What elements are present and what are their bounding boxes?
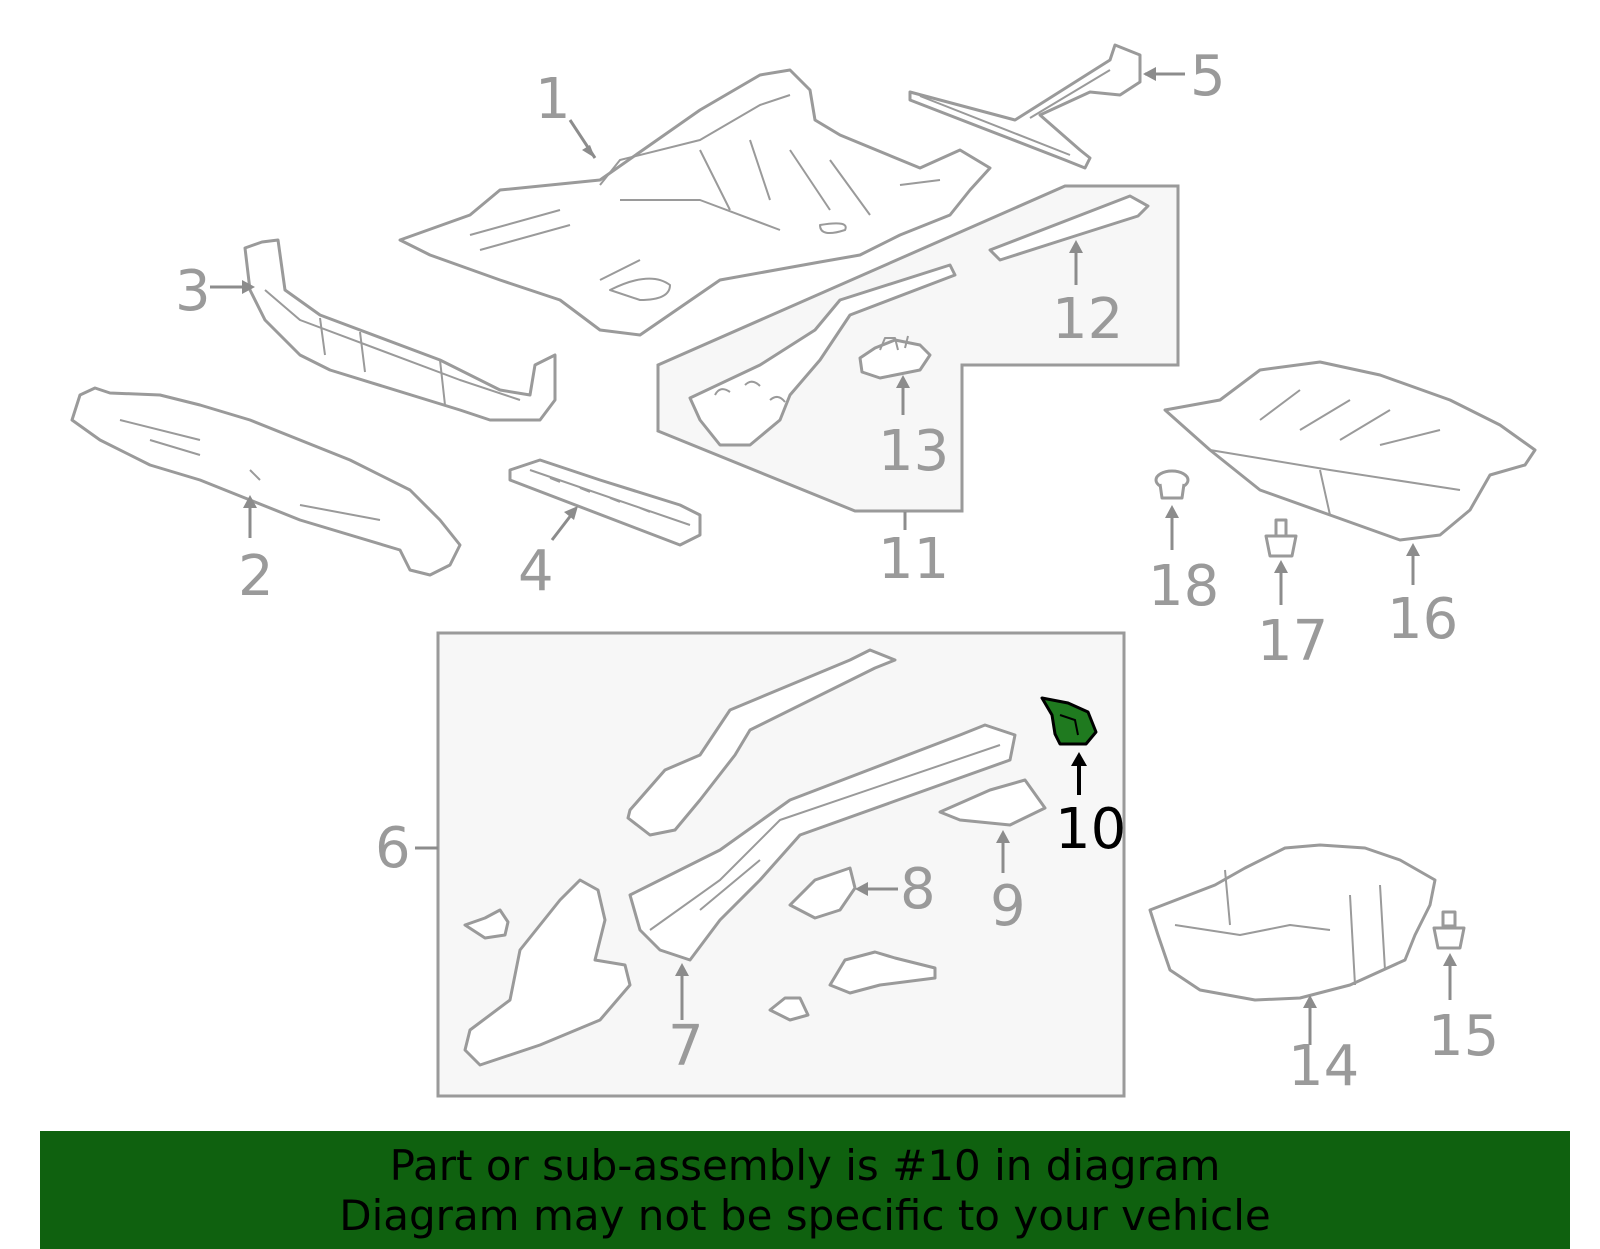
callout-12: 12 bbox=[1052, 287, 1123, 352]
info-banner: Part or sub-assembly is #10 in diagram D… bbox=[40, 1131, 1570, 1249]
callout-8: 8 bbox=[900, 857, 936, 922]
part-7-rear-frame[interactable] bbox=[628, 723, 1017, 962]
part-6-frame-upper bbox=[626, 648, 897, 837]
arrowhead-1 bbox=[582, 145, 595, 158]
callout-16: 16 bbox=[1387, 587, 1458, 652]
arrowhead-8 bbox=[855, 882, 868, 896]
part-16-spare-tire-tub[interactable] bbox=[1163, 360, 1537, 542]
arrowhead-16 bbox=[1406, 543, 1420, 556]
part-17-bolt[interactable] bbox=[1264, 518, 1298, 558]
part-13-bracket[interactable] bbox=[858, 335, 932, 380]
part-15-bolt[interactable] bbox=[1432, 910, 1466, 950]
callout-2: 2 bbox=[238, 544, 274, 609]
part-18-clip[interactable] bbox=[1154, 469, 1190, 500]
callout-6: 6 bbox=[375, 816, 411, 881]
arrowhead-7 bbox=[675, 963, 689, 976]
arrowhead-9 bbox=[996, 830, 1010, 843]
arrowhead-14 bbox=[1303, 995, 1317, 1008]
arrowhead-2 bbox=[243, 495, 257, 508]
arrowhead-12 bbox=[1069, 240, 1083, 253]
callout-17: 17 bbox=[1257, 609, 1328, 674]
part-2-side-sill[interactable] bbox=[70, 386, 462, 577]
arrowhead-13 bbox=[896, 375, 910, 388]
callout-10: 10 bbox=[1055, 797, 1126, 862]
arrowhead-4 bbox=[564, 506, 578, 520]
part-10-highlighted-bracket[interactable] bbox=[1040, 696, 1098, 746]
part-6-lower-left-frame bbox=[463, 878, 632, 1067]
arrowhead-15 bbox=[1443, 953, 1457, 966]
callout-11: 11 bbox=[878, 527, 949, 592]
part-5-crossmember[interactable] bbox=[908, 43, 1142, 170]
callout-14: 14 bbox=[1288, 1034, 1359, 1099]
part-12-reinforcement[interactable] bbox=[988, 194, 1150, 262]
part-6-small-brackets bbox=[768, 950, 937, 1022]
callout-18: 18 bbox=[1148, 554, 1219, 619]
part-1-floor-pan[interactable] bbox=[398, 68, 992, 337]
arrowhead-5 bbox=[1143, 67, 1156, 81]
callout-13: 13 bbox=[878, 419, 949, 484]
part-14-floor-pan[interactable] bbox=[1148, 843, 1437, 1002]
part-8-bracket[interactable] bbox=[788, 866, 857, 920]
part-4-rail[interactable] bbox=[508, 458, 702, 547]
callout-3: 3 bbox=[175, 259, 211, 324]
callout-7: 7 bbox=[668, 1014, 704, 1079]
part-3-rear-crossmember[interactable] bbox=[243, 238, 557, 422]
callout-5: 5 bbox=[1190, 44, 1226, 109]
banner-line-1: Part or sub-assembly is #10 in diagram bbox=[389, 1141, 1221, 1190]
callout-9: 9 bbox=[990, 874, 1026, 939]
callout-15: 15 bbox=[1428, 1004, 1499, 1069]
part-11-frame-assembly bbox=[688, 263, 957, 447]
part-9-gusset[interactable] bbox=[938, 778, 1047, 827]
arrowhead-17 bbox=[1274, 560, 1288, 573]
callout-4: 4 bbox=[518, 539, 554, 604]
arrowhead-3 bbox=[242, 280, 255, 294]
arrowhead-10 bbox=[1071, 752, 1087, 766]
arrowhead-18 bbox=[1165, 505, 1179, 518]
callout-1: 1 bbox=[535, 67, 571, 132]
banner-line-2: Diagram may not be specific to your vehi… bbox=[339, 1191, 1271, 1240]
